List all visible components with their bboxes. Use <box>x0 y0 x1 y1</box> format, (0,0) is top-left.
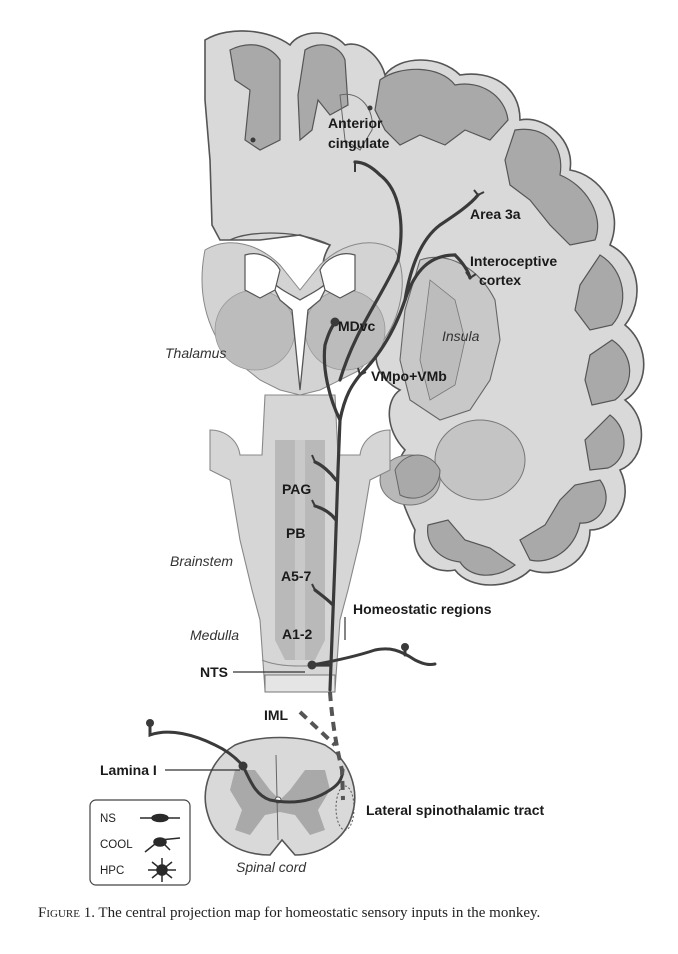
anterior-cingulate-label-1: Anterior <box>328 115 383 131</box>
iml-label: IML <box>264 707 289 723</box>
pag-label: PAG <box>282 481 311 497</box>
interoceptive-label-2: cortex <box>479 272 521 288</box>
spinal-cord-label: Spinal cord <box>236 859 307 875</box>
a57-label: A5-7 <box>281 568 312 584</box>
spinal-cord-section <box>204 736 356 856</box>
cool-neuron-icon <box>144 837 181 853</box>
a12-label: A1-2 <box>282 626 313 642</box>
neuron-type-legend: NS COOL HPC <box>89 799 191 886</box>
leader-lines <box>165 617 346 771</box>
figure-caption: Figure 1. The central projection map for… <box>38 905 658 922</box>
thalamus-label: Thalamus <box>165 345 226 361</box>
medulla-label: Medulla <box>190 627 239 643</box>
caption-lead: Figure 1. <box>38 905 95 921</box>
dashed-connections <box>298 691 345 801</box>
legend-ns-label: NS <box>100 813 116 825</box>
legend-hpc-label: HPC <box>100 865 124 877</box>
interoceptive-label-1: Interoceptive <box>470 253 557 269</box>
homeostatic-regions-label: Homeostatic regions <box>353 601 492 617</box>
lateral-spinothalamic-tract-label: Lateral spinothalamic tract <box>366 802 545 818</box>
caption-text: The central projection map for homeostat… <box>94 905 541 921</box>
mdvc-label: MDvc <box>338 318 376 334</box>
legend-cool-label: COOL <box>100 839 133 851</box>
area-3a-label: Area 3a <box>470 206 521 222</box>
vmpo-label: VMpo+VMb <box>371 368 447 384</box>
pb-label: PB <box>286 525 305 541</box>
pathway-lines <box>310 160 480 692</box>
anterior-cingulate-label-2: cingulate <box>328 135 390 151</box>
ns-neuron-icon <box>140 813 180 823</box>
insula-label: Insula <box>442 328 480 344</box>
lamina-i-label: Lamina I <box>100 762 157 778</box>
brainstem-label: Brainstem <box>170 553 233 569</box>
cortex-hemisphere <box>204 30 645 586</box>
terminal-ticks <box>311 162 485 591</box>
peripheral-inputs <box>148 645 437 804</box>
nts-label: NTS <box>200 664 228 680</box>
hpc-neuron-icon <box>148 858 176 882</box>
brainstem <box>209 394 391 693</box>
